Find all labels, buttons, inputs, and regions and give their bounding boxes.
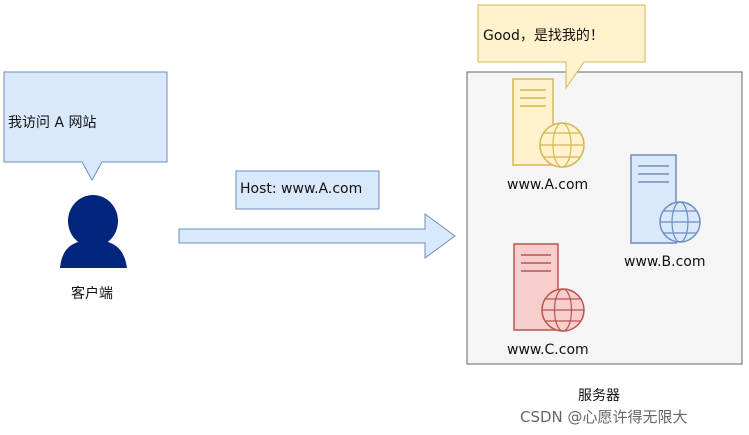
server-group-label: 服务器 — [578, 388, 620, 404]
server-c-label: www.C.com — [507, 342, 589, 358]
request-header-box — [235, 170, 380, 210]
client-label: 客户端 — [71, 286, 113, 302]
server-a-icon — [512, 78, 585, 168]
client-speech-text: 我访问 A 网站 — [8, 115, 97, 131]
server-c-icon — [513, 243, 585, 332]
client-speech-bubble — [3, 71, 168, 182]
request-arrow — [178, 213, 456, 259]
server-b-label: www.B.com — [624, 254, 706, 270]
server-b-icon — [630, 154, 701, 244]
server-a-label: www.A.com — [507, 177, 589, 193]
user-icon — [60, 195, 127, 268]
reply-speech-text: Good，是找我的！ — [483, 28, 604, 44]
watermark: CSDN @心愿许得无限大 — [520, 408, 688, 426]
server-container — [466, 71, 743, 365]
reply-speech-bubble — [477, 4, 646, 90]
request-header-text: Host: www.A.com — [240, 181, 363, 197]
